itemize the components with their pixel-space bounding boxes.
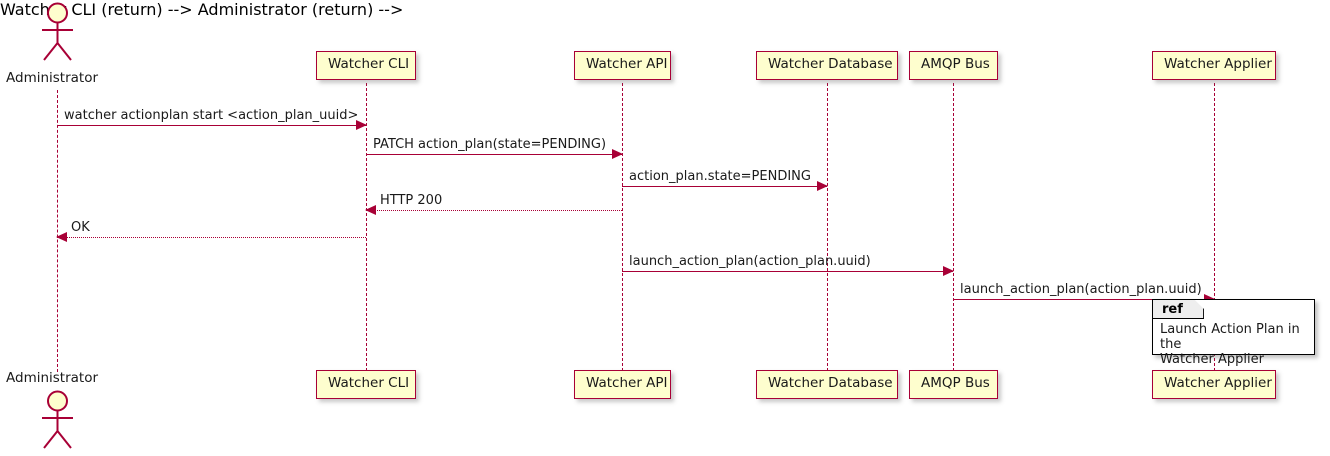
message-label: OK [71,220,90,235]
arrowhead-left-icon [56,232,67,242]
message-line [953,299,1214,300]
arrowhead-right-icon [817,181,828,191]
ref-fragment-body: Launch Action Plan in the Watcher Applie… [1160,322,1309,367]
message-line [57,237,366,238]
message-label: watcher actionplan start <action_plan_uu… [64,108,359,123]
message-label: launch_action_plan(action_plan.uuid) [960,282,1202,297]
arrowhead-left-icon [365,205,376,215]
participant-watcher-applier-top[interactable]: Watcher Applier [1152,51,1276,80]
message-label: HTTP 200 [380,193,443,208]
ref-fragment-body-line-1: Launch Action Plan in the [1160,322,1300,352]
message-line [366,154,622,155]
arrowhead-right-icon [612,149,623,159]
participant-watcher-database-top[interactable]: Watcher Database [756,51,898,80]
participant-watcher-cli-top[interactable]: Watcher CLI [316,51,416,80]
participant-watcher-api-top[interactable]: Watcher API [574,51,671,80]
arrowhead-right-icon [356,120,367,130]
message-label: launch_action_plan(action_plan.uuid) [629,254,871,269]
actor-administrator-top[interactable] [35,2,80,68]
participant-watcher-cli-bottom[interactable]: Watcher CLI [316,370,416,399]
arrowhead-right-icon [943,266,954,276]
participant-watcher-database-bottom[interactable]: Watcher Database [756,370,898,399]
actor-label-administrator-top: Administrator [6,70,99,86]
actor-stick-figure-icon [42,2,73,61]
participant-watcher-applier-bottom[interactable]: Watcher Applier [1152,370,1276,399]
lifeline-administrator [57,90,58,372]
message-line [57,125,366,126]
message-label: action_plan.state=PENDING [629,169,811,184]
participant-watcher-api-bottom[interactable]: Watcher API [574,370,671,399]
lifeline-watcher-cli [366,83,367,371]
message-line [622,186,827,187]
message-label: PATCH action_plan(state=PENDING) [373,137,607,152]
message-line [366,210,622,211]
lifeline-watcher-api [622,83,623,371]
participant-amqp-bus-bottom[interactable]: AMQP Bus [909,370,998,399]
ref-fragment[interactable]: ref Launch Action Plan in the Watcher Ap… [1152,299,1315,367]
actor-administrator-bottom[interactable] [35,390,80,456]
participant-amqp-bus-top[interactable]: AMQP Bus [909,51,998,80]
lifeline-watcher-database [827,83,828,371]
actor-label-administrator-bottom: Administrator [6,370,99,386]
lifeline-amqp-bus [953,83,954,371]
message-line [622,271,953,272]
lifeline-watcher-applier [1214,83,1215,371]
actor-stick-figure-icon [42,390,73,449]
ref-fragment-tab-label: ref [1153,300,1204,319]
ref-fragment-body-line-2: Watcher Applier [1160,352,1264,367]
